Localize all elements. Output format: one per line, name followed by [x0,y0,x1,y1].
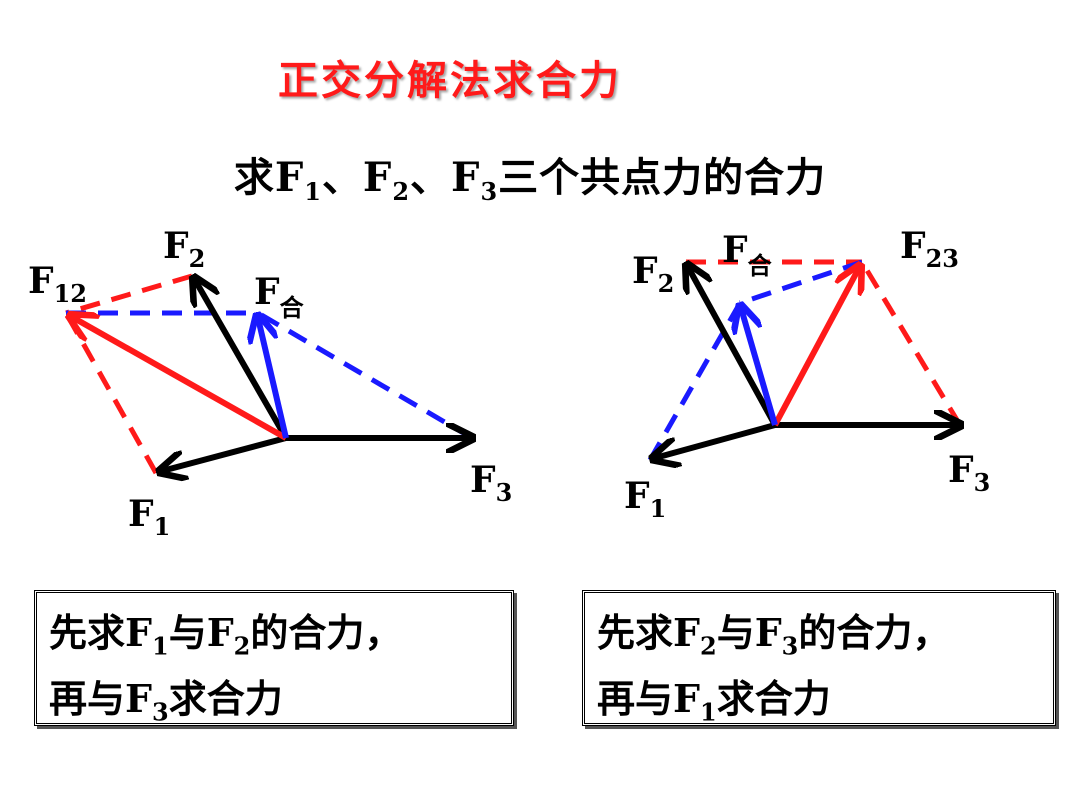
label-f2: F2 [163,225,205,273]
label-f1: F1 [128,493,170,541]
dash-f2-to-f12 [65,273,193,316]
method-right-line2: 再与F1求合力 [597,675,831,727]
method-box-right: 先求F2与F3的合力， 再与F1求合力 [582,590,1056,726]
label-f2: F2 [632,250,674,298]
label-f23: F23 [900,225,959,273]
label-fhe: F合 [254,271,305,322]
vector-f1 [162,435,287,471]
label-f1: F1 [624,475,666,523]
method-left-line2: 再与F3求合力 [49,675,283,727]
page-title: 正交分解法求合力 [278,58,622,104]
label-f3: F3 [948,449,990,497]
vector-f2 [195,280,289,440]
problem-statement: 求F1、F2、F3三个共点力的合力 [233,154,827,206]
method-left-line1: 先求F1与F2的合力， [49,610,403,661]
vector-f23 [772,268,859,427]
method-box-left: 先求F1与F2的合力， 再与F3求合力 [34,590,514,726]
left-diagram: F12 F2 F合 F1 F3 [28,225,512,541]
dash-f3-to-f23 [859,260,963,427]
vector-f2 [688,267,778,427]
label-f3: F3 [470,459,512,507]
vector-f12 [72,317,288,441]
method-right-line1: 先求F2与F3的合力， [597,610,951,661]
vector-fhe [741,308,778,426]
force-diagrams: F12 F2 F合 F1 F3 F2 F合 F23 F1 F3 [28,225,990,541]
label-f12: F12 [28,260,87,308]
dash-f23-to-fhe [739,259,863,306]
vector-f1 [655,422,776,458]
right-diagram: F2 F合 F23 F1 F3 [624,225,990,523]
dash-f3-to-fhe [256,310,474,441]
vector-fhe [258,318,289,439]
label-fhe: F合 [722,229,773,280]
